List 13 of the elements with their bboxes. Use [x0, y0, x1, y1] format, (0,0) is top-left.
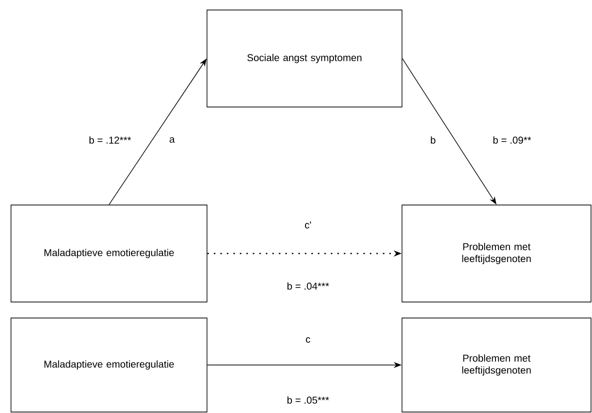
coefficient-label: b = .12*** [88, 135, 132, 145]
process-box: Maladaptieve emotieregulatie [10, 318, 208, 412]
process-box: Problemen met leeftijdsgenoten [402, 204, 592, 302]
edge-label: c [304, 336, 312, 344]
process-box: Sociale angst symptomen [206, 10, 402, 108]
coefficient-label: b = .04*** [286, 281, 330, 291]
process-box: Problemen met leeftijdsgenoten [402, 318, 592, 412]
edge-label: b [429, 135, 437, 145]
coefficient-label: b = .05*** [286, 395, 330, 405]
edge-label: a [168, 136, 176, 144]
coefficient-label: b = .09** [492, 135, 532, 145]
edge-label: c' [304, 220, 312, 230]
process-box: Maladaptieve emotieregulatie [10, 204, 208, 302]
